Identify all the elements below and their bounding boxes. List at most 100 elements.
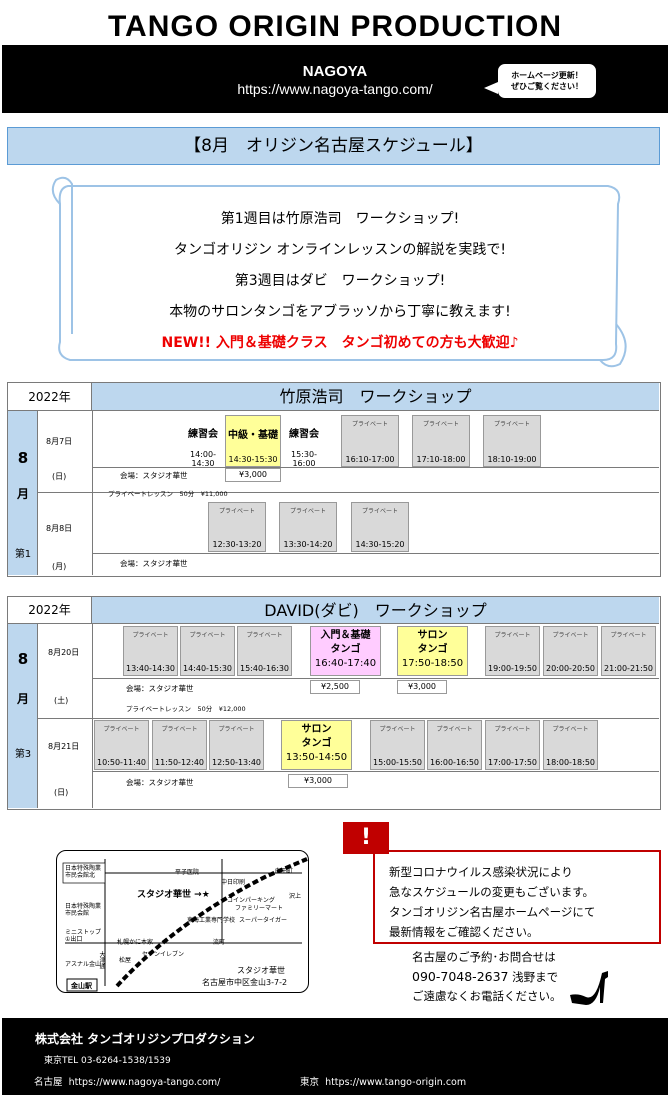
slot-time: 13:40-14:30 xyxy=(126,664,175,673)
cell-label: サロン xyxy=(301,724,332,735)
map-lines xyxy=(62,857,308,992)
slot-time: 14:30-15:20 xyxy=(355,540,405,549)
date-label: 8月7日 xyxy=(46,437,73,446)
intro-text: 第1週目は竹原浩司 ワークショップ! タンゴオリジン オンラインレッスンの解説を… xyxy=(100,204,580,359)
slot-label: プライベート xyxy=(351,421,388,428)
schedule-title: 【8月 オリジン名古屋スケジュール】 xyxy=(7,127,660,165)
tokyo-link[interactable]: 東京 https://www.tango-origin.com xyxy=(300,1077,467,1088)
slot-label: プライベート xyxy=(289,508,326,515)
slot-time: 16:10-17:00 xyxy=(345,455,395,464)
slot-time: 15:40-16:30 xyxy=(240,664,289,673)
dow-label: (月) xyxy=(52,562,67,571)
map-label: ファミリーマート xyxy=(235,905,284,912)
slot-time: 12:50-13:40 xyxy=(212,758,261,767)
slot-time: 11:50-12:40 xyxy=(155,758,204,767)
bubble-line: ホームページ更新！ xyxy=(511,71,583,80)
month-number: 8 xyxy=(17,650,29,668)
contact-name: 浅野まで xyxy=(512,970,559,984)
slot-label: プライベート xyxy=(494,726,531,733)
cell-label: 練習会 xyxy=(289,429,319,440)
month-label: 月 xyxy=(16,487,29,501)
slot-label: プライベート xyxy=(493,421,530,428)
class-cell-salon: サロン タンゴ 17:50-18:50 xyxy=(397,626,468,676)
map-address: 名古屋市中区金山3-7-2 xyxy=(202,978,288,987)
slot-label: プライベート xyxy=(379,726,416,733)
cell-time: 14:30 xyxy=(191,459,215,468)
private-price: プライベートレッスン 50分 ¥12,000 xyxy=(126,705,246,713)
studio-name: スタジオ華世 xyxy=(137,890,192,900)
notice-line: 最新情報をご確認ください。 xyxy=(389,925,539,939)
takehara-table: 2022年 竹原浩司 ワークショップ 8 月 第1 8月7日 (日) 8月8日 … xyxy=(7,382,661,577)
covid-notice: 新型コロナウイルス感染状況により 急なスケジュールの変更もございます。 タンゴオ… xyxy=(373,850,661,944)
company-name: 株式会社 タンゴオリジンプロダクション xyxy=(35,1032,255,1046)
month-number: 8 xyxy=(17,449,29,467)
cell-time: 13:50-14:50 xyxy=(285,752,348,763)
alert-icon: ! xyxy=(343,822,389,854)
intro-line: 本物のサロンタンゴをアブラッソから丁寧に教えます! xyxy=(169,304,511,320)
slot-label: プライベート xyxy=(161,726,198,733)
price-cell: ¥2,500 xyxy=(310,680,360,694)
slot-label: プライベート xyxy=(189,632,226,639)
notice-line: タンゴオリジン名古屋ホームページにて xyxy=(389,905,596,919)
contact-line: ご遠慮なくお電話ください。 xyxy=(412,989,562,1003)
david-table: 2022年 DAVID(ダビ) ワークショップ 8 月 第3 8月20日 (土)… xyxy=(7,596,661,810)
bubble-line: ぜひご覧ください！ xyxy=(511,82,583,91)
year-cell: 2022年 xyxy=(8,383,92,411)
map-label: 松屋 xyxy=(119,957,132,964)
cell-time: 15:30- xyxy=(291,450,317,459)
page-title: TANGO ORIGIN PRODUCTION xyxy=(107,10,563,43)
phone-number[interactable]: 090-7048-2637 xyxy=(412,969,509,984)
map-label: コインパーキング xyxy=(227,897,275,904)
week-label: 第1 xyxy=(14,549,32,560)
cell-time: 14:30-15:30 xyxy=(228,455,278,464)
nagoya-link[interactable]: 名古屋 https://www.nagoya-tango.com/ xyxy=(34,1077,221,1088)
map-label: 東海工業専門学校 xyxy=(187,917,236,924)
contact-phone-row: 090-7048-2637 浅野まで xyxy=(412,967,562,987)
slot-time: 17:10-18:00 xyxy=(416,455,466,464)
private-slot: プライベート 20:00-20:50 xyxy=(543,626,598,676)
slot-time: 19:00-19:50 xyxy=(488,664,537,673)
cell-time: 14:00- xyxy=(190,450,216,459)
practice-cell: 練習会 15:30- 16:00 xyxy=(282,415,326,468)
month-column: 8 月 第3 xyxy=(8,624,38,808)
slot-label: プライベート xyxy=(218,726,255,733)
map-label: 沢上 xyxy=(289,893,302,900)
venue-label: 会場：スタジオ華世 xyxy=(126,778,194,787)
heel-shoe-icon xyxy=(570,971,608,1005)
map-label: 流町 xyxy=(213,939,226,946)
cell-label: 入門＆基礎 xyxy=(320,630,371,641)
city-name: NAGOYA xyxy=(302,63,368,80)
slot-time: 16:00-16:50 xyxy=(430,758,479,767)
cell-time: 17:50-18:50 xyxy=(401,658,464,669)
speech-bubble: ホームページ更新！ ぜひご覧ください！ xyxy=(484,63,597,99)
map-label: 日本特殊陶業市民会館北 xyxy=(65,865,102,879)
slot-label: プライベート xyxy=(552,632,589,639)
private-price: プライベートレッスン 50分 ¥11,000 xyxy=(108,490,228,498)
class-cell-beginner: 入門＆基礎 タンゴ 16:40-17:40 xyxy=(310,626,381,676)
cell-label: タンゴ xyxy=(301,738,332,749)
dow-label: (土) xyxy=(54,696,69,705)
map-label: 平子医院 xyxy=(175,869,200,876)
site-url[interactable]: https://www.nagoya-tango.com/ xyxy=(237,81,433,97)
price-cell: ¥3,000 xyxy=(225,468,281,482)
map-address: スタジオ華世 xyxy=(237,966,285,975)
cell-label: タンゴ xyxy=(417,644,448,655)
venue-label: 会場：スタジオ華世 xyxy=(120,559,188,568)
class-cell-salon: サロン タンゴ 13:50-14:50 xyxy=(281,720,352,770)
intro-line: タンゴオリジン オンラインレッスンの解説を実践で! xyxy=(173,242,507,258)
map-label: 中日印刷 xyxy=(221,879,246,886)
slot-time: 20:00-20:50 xyxy=(546,664,595,673)
cell-time: 16:00 xyxy=(292,459,316,468)
slot-label: プライベート xyxy=(218,508,255,515)
cell-label: タンゴ xyxy=(330,644,361,655)
private-slot: プライベート 12:50-13:40 xyxy=(209,720,264,770)
dow-label: (日) xyxy=(54,788,69,797)
